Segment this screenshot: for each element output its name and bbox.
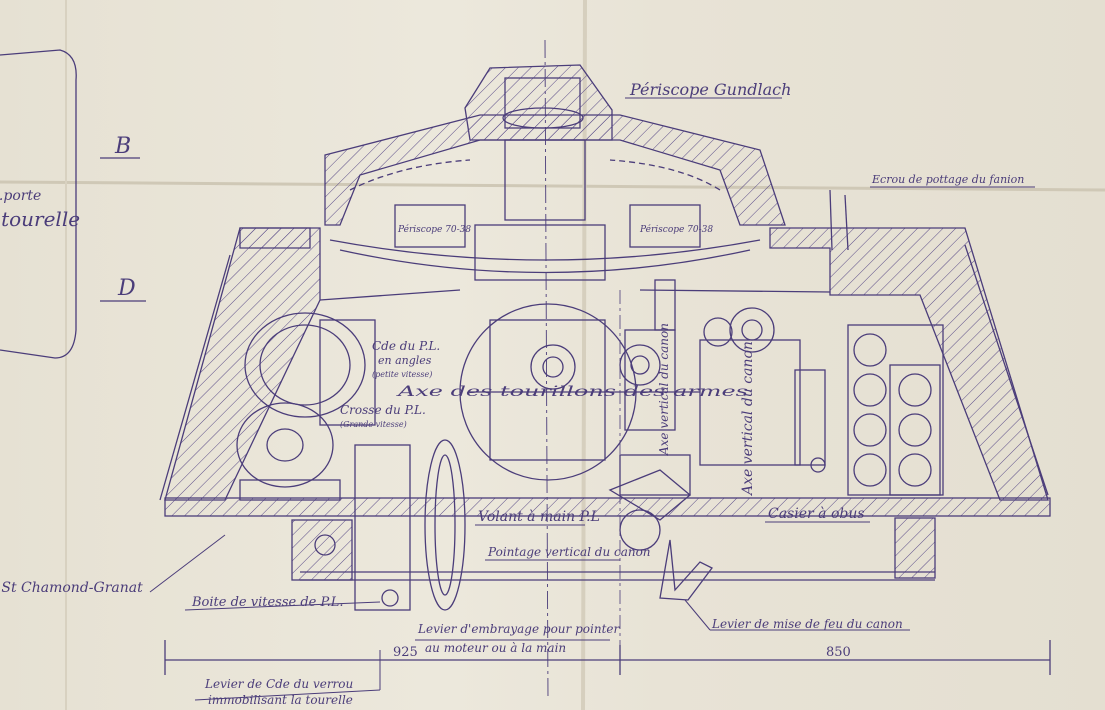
vertical-axis-label-2: Axe vertical du canon [740, 341, 756, 497]
cupola [324, 64, 786, 281]
traverse-control-label-3: (petite vitesse) [372, 370, 432, 379]
turret-ring [300, 189, 936, 601]
machine-gun-housing [699, 307, 826, 473]
elevation-label: Pointage vertical du canon [487, 545, 651, 559]
section-label-b: B [114, 134, 131, 159]
section-label-d: D [117, 276, 136, 301]
traverse-mechanism [236, 312, 466, 611]
firing-lever-label: Levier de mise de feu du canon [711, 617, 903, 631]
dimension-right: 850 [826, 645, 851, 660]
annotations: B D ...porte ...tourelle Périscope Gundl… [0, 80, 1024, 707]
centre-axis [544, 39, 549, 701]
leader-lines [149, 97, 1035, 701]
lock-lever-label-2: immobilisant la tourelle [208, 693, 353, 707]
gearbox-label: Boite de vitesse de P.L. [191, 595, 343, 610]
gun-breech [459, 279, 700, 521]
shell-rack-label: Casier à obus [768, 506, 865, 522]
turret-walls [159, 227, 1051, 517]
lock-lever-label-1: Levier de Cde du verrou [204, 677, 353, 691]
left-callout-frame [0, 49, 77, 359]
traverse-crank-label-2: (Grande vitesse) [340, 420, 407, 429]
left-clip-label-1: ...porte [0, 188, 41, 204]
traverse-control-label-1: Cde du P.L. [372, 339, 440, 353]
dimension-left: 925 [393, 645, 418, 660]
traverse-control-label-2: en angles [378, 354, 432, 367]
left-clip-label-2: ...tourelle [0, 207, 80, 231]
periscope-right-label: Périscope 70-38 [639, 224, 713, 235]
vertical-axis-label-1: Axe vertical du canon [657, 323, 671, 456]
shell-rack [847, 324, 944, 496]
dimension-line [164, 640, 1051, 675]
chamond-label: ...St Chamond-Granat [0, 580, 143, 596]
traverse-crank-label-1: Crosse du P.L. [340, 403, 426, 417]
clutch-lever-label-2: au moteur ou à la main [425, 641, 566, 655]
periscope-top-label: Périscope Gundlach [629, 80, 791, 99]
handwheel-label: Volant à main P.L [478, 509, 600, 525]
periscope-left-label: Périscope 70-38 [397, 224, 471, 235]
flag-nut-label: Ecrou de pottage du fanion [871, 173, 1024, 186]
turret-axis-label: Axe des tourillons des armes [395, 384, 748, 400]
clutch-lever-label-1: Levier d'embrayage pour pointer [417, 622, 620, 636]
